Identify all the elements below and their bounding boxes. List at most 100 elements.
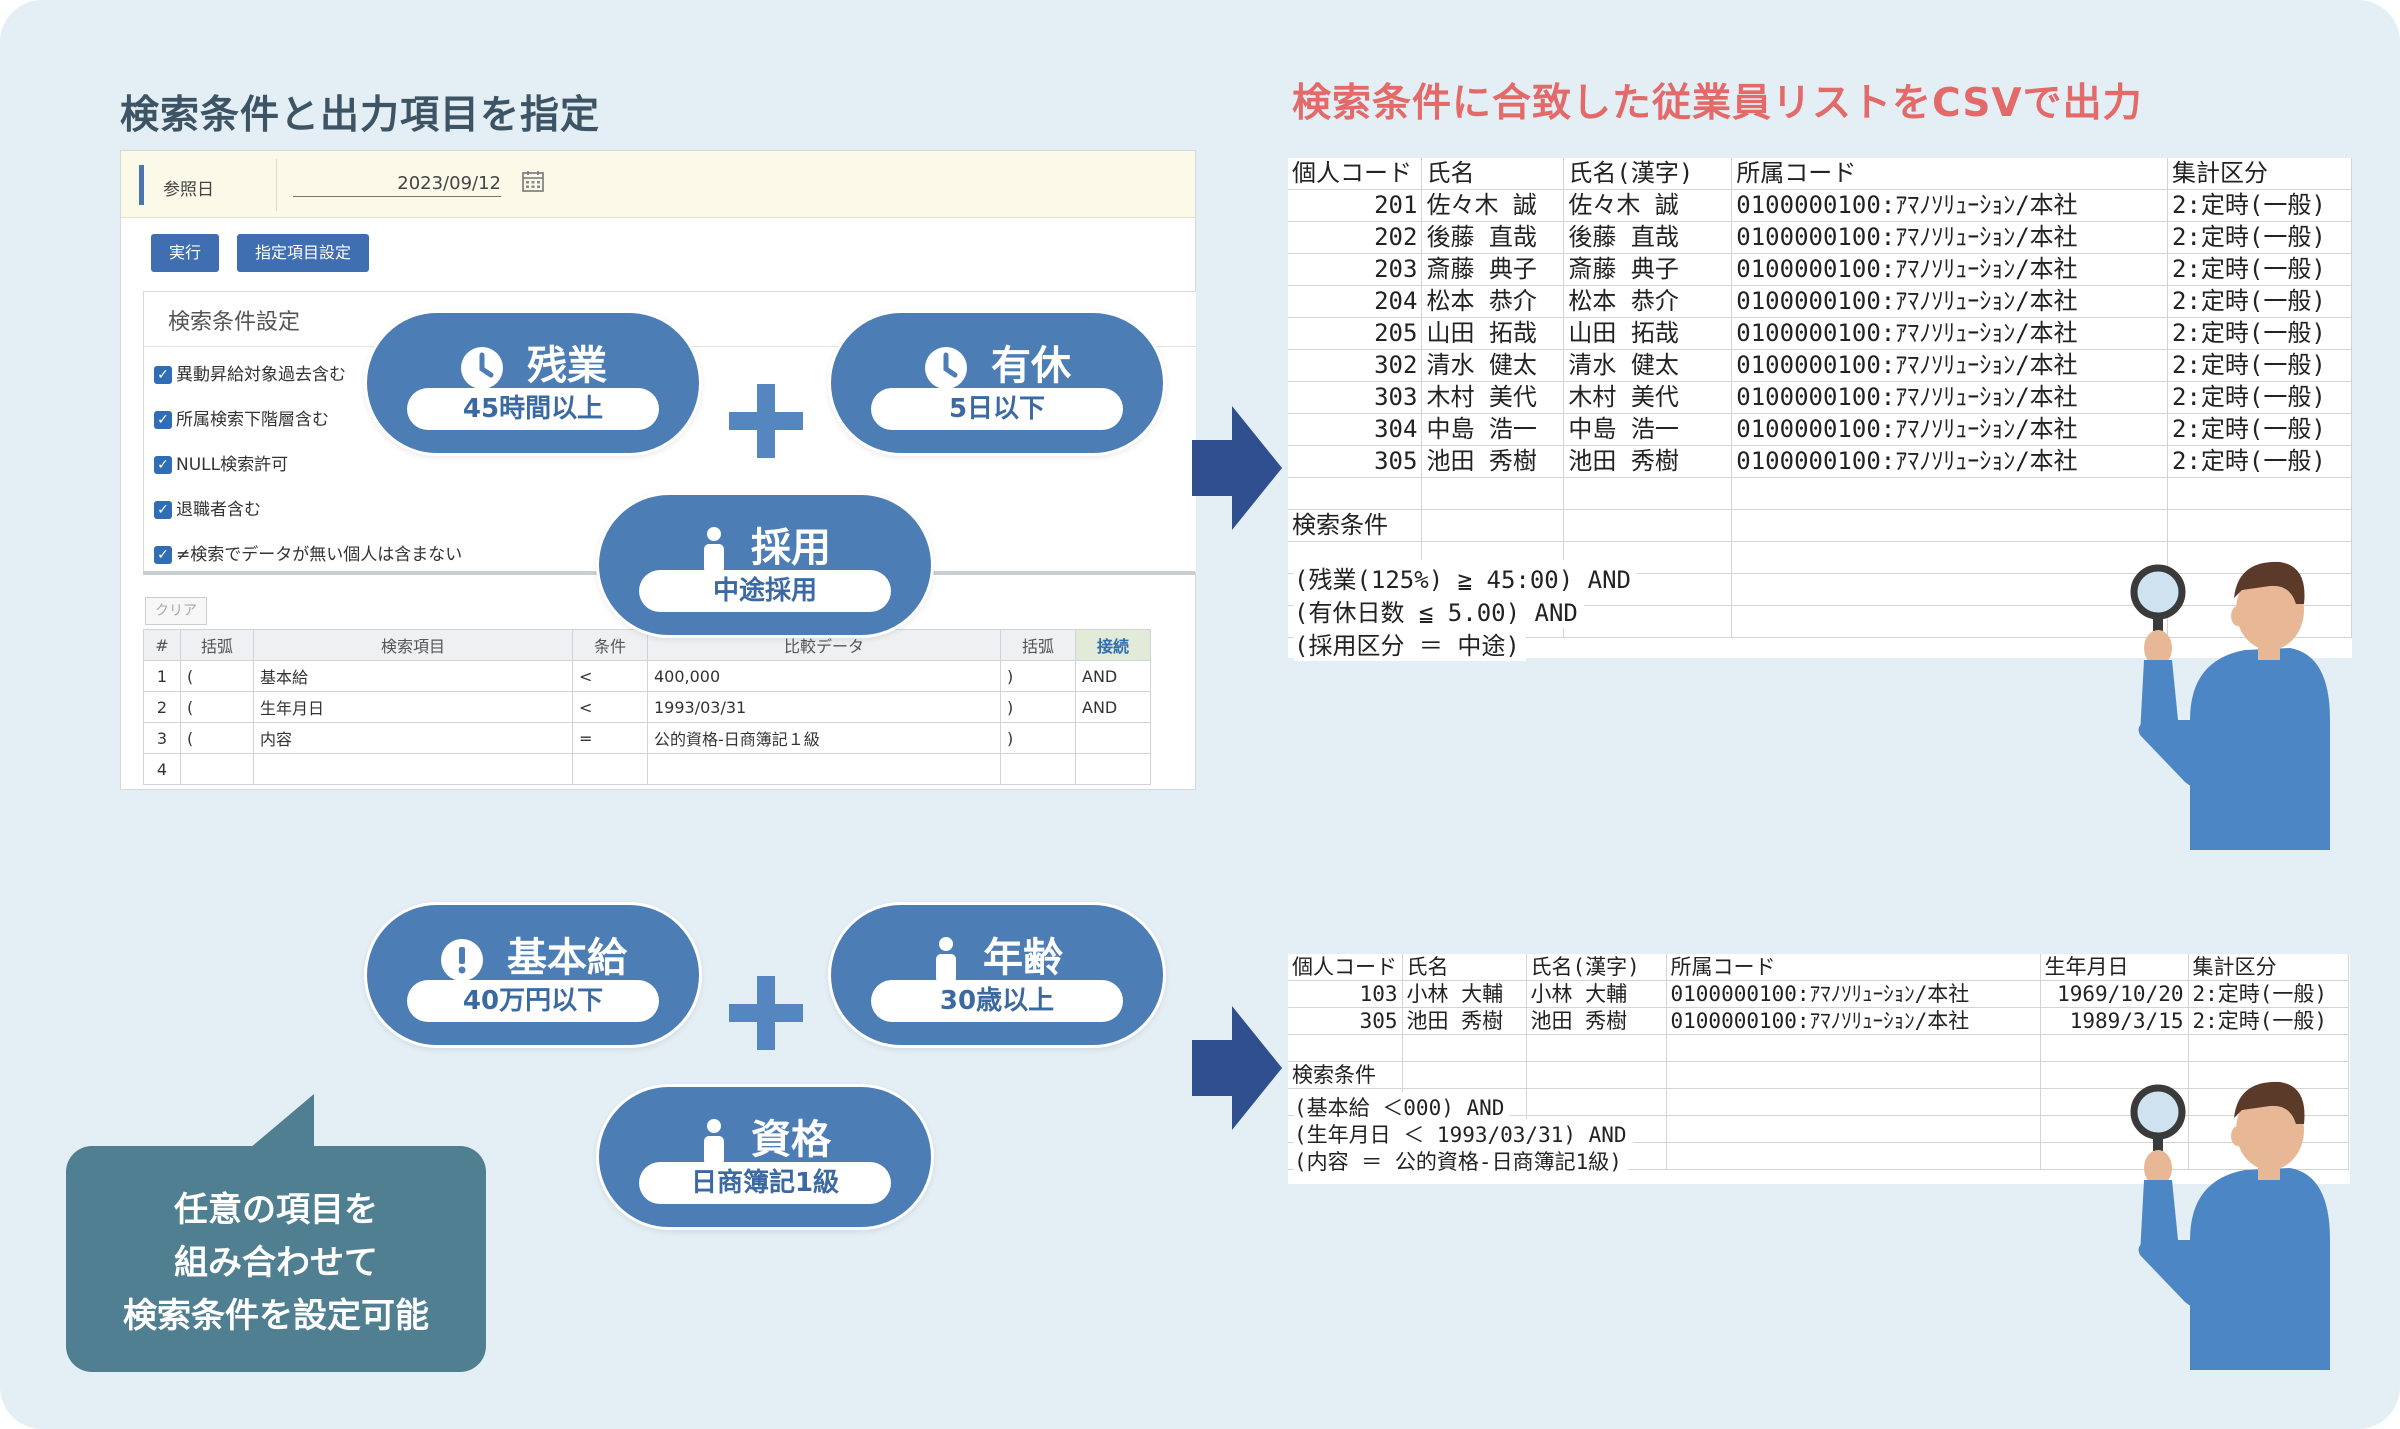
result-cell: 小林 大輔 bbox=[1402, 980, 1527, 1008]
result-cell: 佐々木 誠 bbox=[1421, 189, 1565, 222]
checkbox-checked-icon[interactable]: ✓ bbox=[154, 366, 172, 384]
checkbox-row[interactable]: ✓NULL検索許可 bbox=[154, 450, 288, 475]
checkbox-row[interactable]: ✓所属検索下階層含む bbox=[154, 405, 329, 430]
grid-cell[interactable]: < bbox=[572, 660, 648, 692]
grid-cell[interactable]: AND bbox=[1075, 660, 1151, 692]
column-header: 個人コード bbox=[1288, 954, 1403, 981]
checkbox-checked-icon[interactable]: ✓ bbox=[154, 456, 172, 474]
result-cell: 木村 美代 bbox=[1421, 381, 1565, 414]
checkbox-row[interactable]: ✓退職者含む bbox=[154, 495, 261, 520]
clock-icon bbox=[461, 347, 503, 389]
grid-cell[interactable]: 公的資格-日商簿記１級 bbox=[647, 722, 1001, 754]
grid-cell[interactable] bbox=[253, 753, 573, 785]
result-cell: 303 bbox=[1288, 381, 1423, 414]
result-cell: 斎藤 典子 bbox=[1563, 253, 1733, 286]
result-cell: 池田 秀樹 bbox=[1421, 445, 1565, 478]
result-cell: 0100000100:ｱﾏﾉｿﾘｭｰｼｮﾝ/本社 bbox=[1731, 221, 2169, 254]
result-cell: 2:定時(一般) bbox=[2167, 221, 2352, 254]
condition-text: (内容 ＝ 公的資格-日商簿記1級) bbox=[1294, 1146, 1628, 1176]
result-cell: 2:定時(一般) bbox=[2167, 445, 2352, 478]
grid-cell[interactable]: 生年月日 bbox=[253, 691, 573, 723]
grid-cell[interactable]: = bbox=[572, 722, 648, 754]
result-cell: 2:定時(一般) bbox=[2188, 1007, 2349, 1035]
result-cell: 2:定時(一般) bbox=[2167, 413, 2352, 446]
checkbox-checked-icon[interactable]: ✓ bbox=[154, 501, 172, 519]
grid-cell[interactable]: 内容 bbox=[253, 722, 573, 754]
grid-row[interactable]: 3 ( 内容 = 公的資格-日商簿記１級 ) bbox=[143, 722, 1151, 754]
grid-cell[interactable]: ( bbox=[180, 691, 254, 723]
checkbox-checked-icon[interactable]: ✓ bbox=[154, 411, 172, 429]
checkbox-label: NULL検索許可 bbox=[176, 455, 289, 475]
callout-text: 任意の項目を 組み合わせて 検索条件を設定可能 bbox=[66, 1184, 486, 1343]
pill-title-text: 採用 bbox=[751, 525, 831, 571]
column-header: 所属コード bbox=[1731, 158, 2169, 190]
grid-cell[interactable]: 400,000 bbox=[647, 660, 1001, 692]
grid-row[interactable]: 2 ( 生年月日 < 1993/03/31 ) AND bbox=[143, 691, 1151, 723]
grid-cell[interactable] bbox=[1075, 722, 1151, 754]
grid-cell[interactable]: < bbox=[572, 691, 648, 723]
grid-cell[interactable] bbox=[647, 753, 1001, 785]
person-icon bbox=[704, 527, 724, 573]
result-cell: 204 bbox=[1288, 285, 1423, 318]
column-header: 氏名(漢字) bbox=[1563, 158, 1733, 190]
grid-row[interactable]: 1 ( 基本給 < 400,000 ) AND bbox=[143, 660, 1151, 692]
pill-value: 45時間以上 bbox=[407, 388, 659, 430]
column-header: 氏名 bbox=[1421, 158, 1565, 190]
left-heading: 検索条件と出力項目を指定 bbox=[120, 93, 601, 138]
column-header: 所属コード bbox=[1666, 954, 2041, 981]
pill-value: 中途採用 bbox=[639, 570, 891, 612]
grid-cell[interactable]: ( bbox=[180, 660, 254, 692]
result-cell: 304 bbox=[1288, 413, 1423, 446]
grid-cell: 2 bbox=[143, 691, 181, 723]
grid-cell[interactable]: ( bbox=[180, 722, 254, 754]
grid-row[interactable]: 4 bbox=[143, 753, 1151, 785]
grid-cell: 4 bbox=[143, 753, 181, 785]
pill-title: 資格 bbox=[599, 1107, 931, 1165]
pill-title-text: 基本給 bbox=[507, 935, 627, 981]
checkbox-row[interactable]: ✓異動昇給対象過去含む bbox=[154, 360, 346, 385]
panel-title: 検索条件設定 bbox=[168, 310, 301, 335]
item-settings-button[interactable]: 指定項目設定 bbox=[237, 234, 369, 272]
pill-title: 残業 bbox=[367, 333, 699, 391]
pill-value: 30歳以上 bbox=[871, 980, 1123, 1022]
checkbox-row[interactable]: ✓≠検索でデータが無い個人は含まない bbox=[154, 540, 462, 565]
result-cell: 0100000100:ｱﾏﾉｿﾘｭｰｼｮﾝ/本社 bbox=[1666, 980, 2041, 1008]
grid-cell[interactable]: ) bbox=[1000, 691, 1076, 723]
condition-text: (生年月日 ＜ 1993/03/31) AND bbox=[1294, 1119, 1633, 1149]
checkbox-checked-icon[interactable]: ✓ bbox=[154, 546, 172, 564]
result-cell: 305 bbox=[1288, 445, 1423, 478]
callout-tail bbox=[250, 1094, 314, 1148]
pill-title-text: 残業 bbox=[527, 343, 607, 389]
calendar-icon[interactable] bbox=[521, 169, 545, 193]
result-header-row: 個人コード 氏名 氏名(漢字) 所属コード 生年月日 集計区分 bbox=[1288, 954, 2349, 981]
clear-button[interactable]: クリア bbox=[145, 597, 207, 625]
result-cell: 2:定時(一般) bbox=[2167, 253, 2352, 286]
result-cell: 山田 拓哉 bbox=[1563, 317, 1733, 350]
grid-cell[interactable]: ) bbox=[1000, 660, 1076, 692]
run-button[interactable]: 実行 bbox=[151, 234, 219, 272]
grid-cell[interactable] bbox=[572, 753, 648, 785]
grid-cell[interactable] bbox=[1000, 753, 1076, 785]
condition-text: (残業(125%) ≧ 45:00) AND bbox=[1294, 560, 1637, 595]
result-cell: 103 bbox=[1288, 980, 1403, 1008]
grid-cell[interactable]: 1993/03/31 bbox=[647, 691, 1001, 723]
pill-title-text: 資格 bbox=[751, 1117, 831, 1163]
grid-cell[interactable]: AND bbox=[1075, 691, 1151, 723]
column-header: 氏名(漢字) bbox=[1526, 954, 1667, 981]
condition-text: (基本給 ＜000) AND bbox=[1294, 1092, 1511, 1122]
reference-date-input[interactable]: 2023/09/12 bbox=[293, 173, 501, 197]
grid-cell: 3 bbox=[143, 722, 181, 754]
qualification-condition-pill: 資格 日商簿記1級 bbox=[596, 1084, 934, 1230]
grid-cell[interactable] bbox=[180, 753, 254, 785]
column-header: 集計区分 bbox=[2188, 954, 2349, 981]
grid-cell[interactable]: ) bbox=[1000, 722, 1076, 754]
paid-leave-condition-pill: 有休 5日以下 bbox=[828, 310, 1166, 456]
grid-cell[interactable] bbox=[1075, 753, 1151, 785]
grid-cell[interactable]: 基本給 bbox=[253, 660, 573, 692]
result-cell: 山田 拓哉 bbox=[1421, 317, 1565, 350]
